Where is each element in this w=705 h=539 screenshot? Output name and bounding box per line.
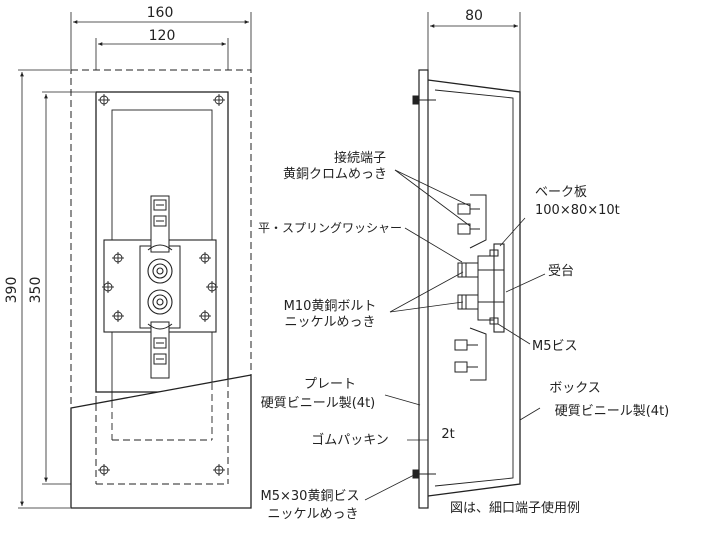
leader-lines: [364, 169, 546, 501]
label-m5-screw: M5ビス: [532, 339, 578, 354]
label-box-1: ボックス: [549, 381, 601, 396]
board-screw-icon: [102, 252, 218, 322]
label-terminal-1: 接続端子: [334, 150, 386, 166]
label-screw2-2: ニッケルめっき: [267, 507, 358, 522]
bolt-icon: [147, 258, 173, 315]
caption: 図は、細口端子使用例: [450, 500, 580, 516]
plate-sloped: [70, 374, 252, 509]
plate-side: [418, 69, 429, 509]
label-plate-2: 硬質ビニール製(4t): [261, 396, 376, 411]
label-packing-thickness: 2t: [441, 427, 454, 442]
dim-120-label: 120: [149, 28, 176, 44]
front-view: [18, 12, 252, 509]
label-bakelite-1: ベーク板: [535, 185, 587, 200]
bolt-side-icon: [457, 262, 504, 310]
label-bolt-2: ニッケルめっき: [284, 315, 375, 330]
corner-screw-icon: [98, 94, 225, 476]
label-washer: 平・スプリングワッシャー: [258, 221, 402, 235]
fix-screw-icon: [412, 95, 436, 479]
terminal-side-bottom: [454, 327, 487, 381]
dim-80-label: 80: [465, 8, 483, 24]
box-side: [427, 79, 521, 497]
terminal-top: [147, 195, 173, 253]
side-view: [412, 12, 521, 509]
label-receiver: 受台: [548, 264, 574, 279]
dim-350-label: 350: [28, 277, 44, 304]
label-terminal-2: 黄銅クロムめっき: [283, 167, 387, 182]
terminal-side-top: [457, 194, 487, 249]
label-plate-1: プレート: [304, 377, 356, 392]
label-bolt-1: M10黄銅ボルト: [284, 299, 377, 314]
dim-160-label: 160: [147, 5, 174, 21]
terminal-bottom: [147, 321, 173, 379]
dim-390-label: 390: [4, 277, 20, 304]
label-packing: ゴムパッキン: [311, 432, 389, 448]
label-box-2: 硬質ビニール製(4t): [555, 404, 670, 419]
label-screw2-1: M5×30黄銅ビス: [261, 489, 360, 504]
label-bakelite-2: 100×80×10t: [535, 203, 620, 218]
bakelite-board-side: [493, 243, 505, 333]
m5-screw-side-icon: [489, 249, 499, 325]
